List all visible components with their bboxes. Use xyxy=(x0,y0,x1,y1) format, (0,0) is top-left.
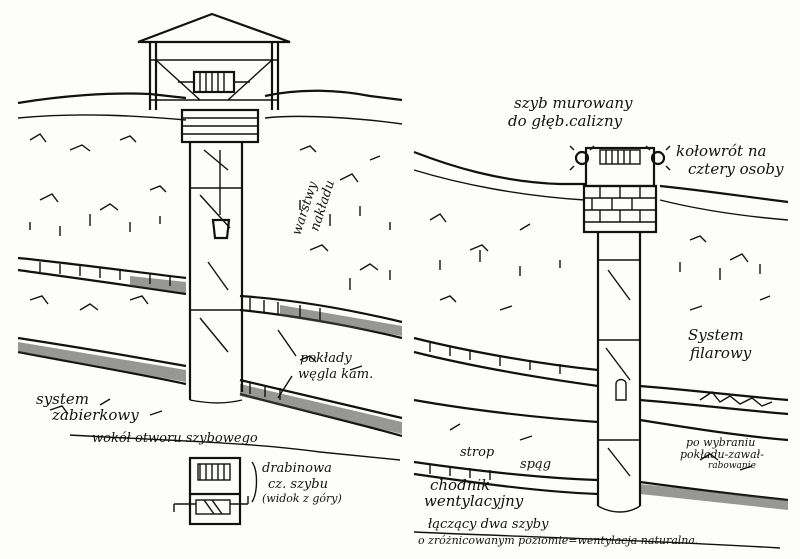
label-drabinowa-3: (widok z góry) xyxy=(262,492,342,505)
label-kolowrot-2: cztery osoby xyxy=(688,160,784,178)
left-headframe xyxy=(137,12,291,144)
left-shaft xyxy=(188,142,244,404)
label-drabinowa-2: cz. szybu xyxy=(268,477,328,492)
label-system-right-2: filarowy xyxy=(689,344,752,362)
label-strop: strop xyxy=(460,445,495,460)
label-system-left-1: system xyxy=(36,390,89,408)
label-po-wybraniu-2: pokładu-zawał- xyxy=(680,448,764,461)
label-szyb-murowany-1: szyb murowany xyxy=(514,94,633,112)
label-laczacy-underline xyxy=(413,531,781,549)
label-wokol: wokół otworu szybowego xyxy=(92,431,258,446)
left-strata xyxy=(17,133,403,461)
label-system-right-1: System xyxy=(688,326,744,344)
label-system-left-2: zabierkowy xyxy=(51,406,139,424)
label-poklady-2: węgla kam. xyxy=(298,367,373,382)
shaft-plan-inset xyxy=(173,456,258,526)
label-chodnik-2: wentylacyjny xyxy=(424,492,524,510)
label-kolowrot-1: kołowrót na xyxy=(676,142,766,160)
label-chodnik-1: chodnik xyxy=(430,476,490,494)
right-strata xyxy=(413,213,789,510)
right-shaft xyxy=(596,232,642,513)
label-po-wybraniu-3: rabowanie xyxy=(708,461,756,471)
right-ground xyxy=(413,150,789,221)
labels: szyb murowany do głęb.calizny kołowrót n… xyxy=(36,94,784,549)
label-poklady-1: pokłady xyxy=(300,351,352,366)
label-po-wybraniu-1: po wybraniu xyxy=(686,436,755,449)
right-headframe xyxy=(569,145,671,234)
label-spag: spąg xyxy=(520,457,551,472)
label-szyb-murowany-2: do głęb.calizny xyxy=(508,112,623,130)
label-drabinowa-1: drabinowa xyxy=(262,461,332,476)
label-laczacy-1: łączący dwa szyby xyxy=(428,517,549,532)
label-poklady-arrows xyxy=(277,329,297,399)
left-ground xyxy=(17,89,403,125)
label-laczacy-2: o zróżnicowanym poziomie=wentylacja natu… xyxy=(418,534,698,547)
